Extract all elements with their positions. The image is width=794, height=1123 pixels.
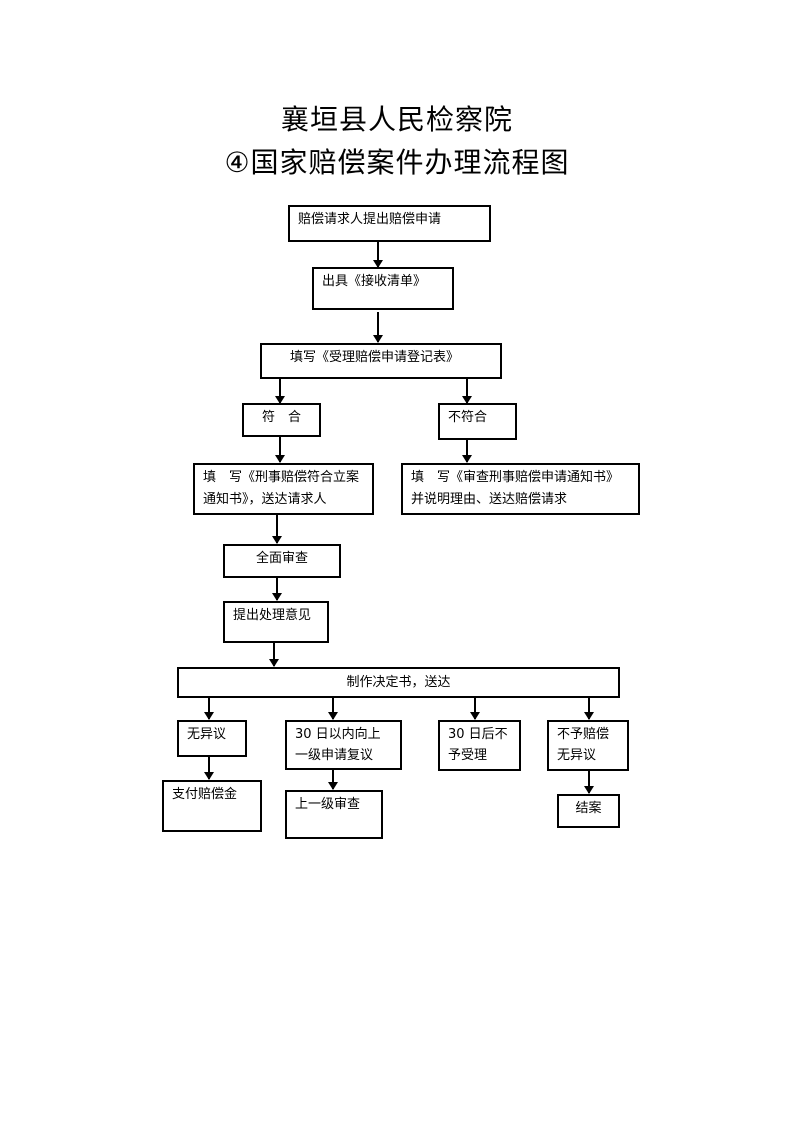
node-no-objection: 无异议: [177, 720, 247, 757]
node-late: 30 日后不 予受理: [438, 720, 521, 771]
node-appeal-line1: 30 日以内向上: [295, 727, 381, 742]
node-fill-notice-line1: 填 写《刑事赔偿符合立案: [203, 470, 360, 485]
node-opinion: 提出处理意见: [223, 601, 329, 643]
node-register: 填写《受理赔偿申请登记表》: [260, 343, 502, 379]
node-fill-notice: 填 写《刑事赔偿符合立案 通知书》，送达请求人: [193, 463, 374, 515]
node-appeal-line2: 一级申请复议: [295, 748, 374, 763]
node-no-compensation-line1: 不予赔偿: [557, 727, 610, 742]
node-decision: 制作决定书，送达: [177, 667, 620, 698]
node-upper-review: 上一级审查: [285, 790, 383, 839]
node-close: 结案: [557, 794, 620, 828]
node-full-review: 全面审查: [223, 544, 341, 578]
organization-title: 襄垣县人民检察院: [280, 103, 513, 136]
node-review-notice: 填 写《审查刑事赔偿申请通知书》 并说明理由、送达赔偿请求: [401, 463, 640, 515]
flowchart-title: ④国家赔偿案件办理流程图: [224, 146, 570, 179]
node-pay: 支付赔偿金: [162, 780, 262, 832]
node-receipt: 出具《接收清单》: [312, 267, 454, 310]
node-appeal: 30 日以内向上 一级申请复议: [285, 720, 402, 770]
node-late-line1: 30 日后不: [448, 727, 508, 742]
node-late-line2: 予受理: [448, 748, 488, 763]
node-review-notice-line2: 并说明理由、送达赔偿请求: [411, 492, 568, 507]
node-fill-notice-line2: 通知书》，送达请求人: [203, 492, 327, 507]
node-no-compensation: 不予赔偿 无异议: [547, 720, 629, 771]
node-apply: 赔偿请求人提出赔偿申请: [288, 205, 491, 242]
node-review-notice-line1: 填 写《审查刑事赔偿申请通知书》: [411, 470, 620, 485]
node-register-label: 填写《受理赔偿申请登记表》: [290, 350, 460, 365]
node-no-compensation-line2: 无异议: [557, 748, 597, 763]
node-not-comply: 不符合: [438, 403, 517, 440]
node-comply-label: 符 合: [262, 410, 302, 425]
node-comply: 符 合: [242, 403, 321, 437]
